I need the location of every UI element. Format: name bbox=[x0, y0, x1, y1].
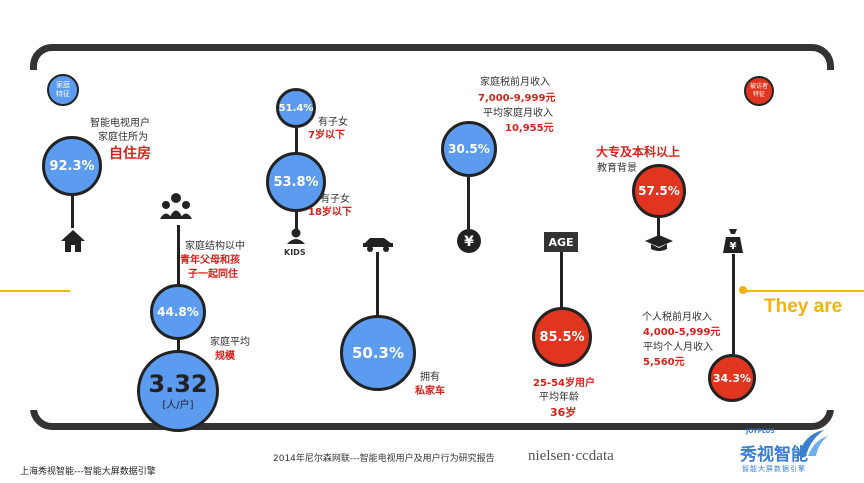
family-size-bubble: 3.32 [人/户] bbox=[137, 350, 219, 432]
kids-under18-bubble: 53.8% bbox=[266, 152, 326, 212]
family-label-2: 青年父母和孩 bbox=[180, 255, 240, 266]
stem bbox=[71, 196, 74, 228]
money-bag-icon: ¥ bbox=[723, 229, 743, 253]
car-label-2: 私家车 bbox=[415, 386, 445, 397]
stem bbox=[732, 254, 735, 354]
age-group-bubble: 85.5% bbox=[532, 307, 592, 367]
education-bubble: 57.5% bbox=[632, 164, 686, 218]
svg-text:¥: ¥ bbox=[464, 234, 474, 250]
stem bbox=[657, 218, 660, 236]
household-income-bubble: 30.5% bbox=[441, 121, 497, 177]
family-size-label-2: 规模 bbox=[215, 351, 235, 362]
footer-report-title: 2014年尼尔森网联---智能电视用户及用户行为研究报告 bbox=[273, 454, 495, 464]
stem bbox=[177, 340, 180, 352]
personal-income-bubble: 34.3% bbox=[708, 354, 756, 402]
income-label-2: 7,000-9,999元 bbox=[478, 93, 556, 104]
stem bbox=[295, 128, 298, 153]
car-ownership-bubble: 50.3% bbox=[340, 315, 416, 391]
personal-income-label-3: 平均个人月收入 bbox=[643, 342, 713, 353]
logo-main-text: 秀视智能 bbox=[740, 445, 808, 465]
slogan: They are bbox=[764, 296, 843, 317]
income-label-3: 平均家庭月收入 bbox=[483, 108, 553, 119]
edu-label-2: 教育背景 bbox=[597, 163, 637, 174]
footer-company: 上海秀视智能---智能大屏数据引擎 bbox=[20, 467, 156, 477]
age-icon: AGE bbox=[544, 232, 578, 252]
stem bbox=[560, 252, 563, 308]
family-size-label-1: 家庭平均 bbox=[210, 337, 250, 348]
car-label-1: 拥有 bbox=[420, 372, 440, 383]
divider-line-left bbox=[0, 290, 70, 292]
stem bbox=[467, 177, 470, 229]
age-label-1: 25-54岁用户 bbox=[533, 378, 595, 389]
logo-swoosh-icon bbox=[798, 430, 828, 456]
personal-income-label-1: 个人税前月收入 bbox=[642, 312, 712, 323]
home-label-3: 自住房 bbox=[109, 146, 151, 162]
joyplus-logo: JOYPLUS 秀视智能 智能大屏数据引擎 bbox=[740, 426, 840, 480]
frame-gap bbox=[24, 70, 38, 410]
divider-dot bbox=[739, 286, 747, 294]
age-label-3: 36岁 bbox=[550, 406, 577, 419]
kids-under18-label-2: 18岁以下 bbox=[308, 207, 352, 218]
personal-income-label-2: 4,000-5,999元 bbox=[643, 327, 721, 338]
family-features-badge: 家庭 特征 bbox=[47, 74, 79, 106]
logo-sub-text: 智能大屏数据引擎 bbox=[742, 465, 806, 473]
divider-line-right bbox=[742, 290, 864, 292]
personal-income-label-4: 5,560元 bbox=[643, 357, 685, 368]
house-icon bbox=[61, 230, 85, 252]
family-size-value: 3.32 bbox=[148, 369, 208, 398]
age-label-2: 平均年龄 bbox=[539, 392, 579, 403]
kids-under7-label-2: 7岁以下 bbox=[308, 130, 345, 141]
logo-small-text: JOYPLUS bbox=[746, 428, 775, 435]
home-ownership-bubble: 92.3% bbox=[42, 136, 102, 196]
family-structure-bubble: 44.8% bbox=[150, 284, 206, 340]
income-label-4: 10,955元 bbox=[505, 123, 554, 134]
income-label-1: 家庭税前月收入 bbox=[480, 77, 550, 88]
family-icon bbox=[160, 193, 192, 219]
family-label-3: 子一起同住 bbox=[188, 269, 238, 280]
edu-label-1: 大专及本科以上 bbox=[596, 145, 681, 159]
car-icon bbox=[363, 238, 393, 252]
yen-coin-icon: ¥ bbox=[457, 229, 481, 253]
nielsen-brand: nielsen·ccdata bbox=[528, 448, 614, 464]
kids-under18-label-1: 有子女 bbox=[320, 194, 350, 205]
kids-under7-bubble: 51.4% bbox=[276, 88, 316, 128]
stem bbox=[177, 225, 180, 285]
graduation-cap-icon bbox=[645, 235, 673, 251]
stem bbox=[295, 212, 298, 230]
home-label-2: 家庭住所为 bbox=[98, 132, 148, 143]
svg-text:¥: ¥ bbox=[730, 241, 737, 252]
family-size-unit: [人/户] bbox=[162, 399, 194, 411]
kids-icon-label: KIDS bbox=[284, 248, 306, 257]
stem bbox=[376, 252, 379, 316]
kids-under7-label-1: 有子女 bbox=[318, 117, 348, 128]
child-icon bbox=[287, 228, 305, 244]
family-label-1: 家庭结构以中 bbox=[185, 241, 245, 252]
frame-gap bbox=[826, 70, 840, 410]
respondent-features-badge: 被访者 特征 bbox=[744, 76, 774, 106]
home-label-1: 智能电视用户 bbox=[90, 118, 150, 129]
